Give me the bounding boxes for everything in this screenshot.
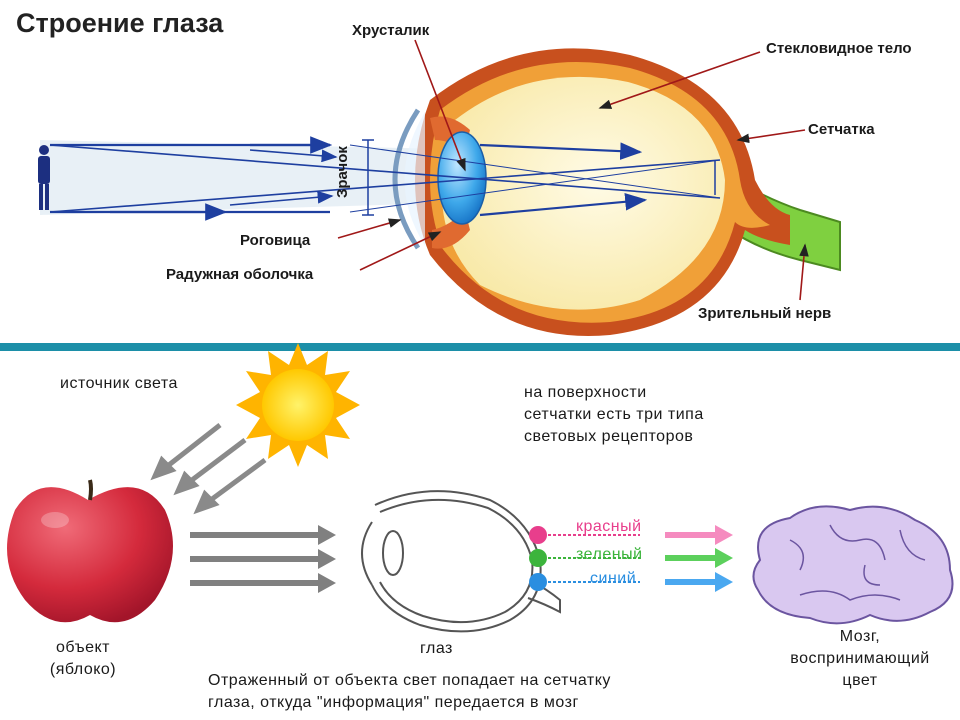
object-label-line: (яблоко) xyxy=(49,661,117,678)
pointer-lines xyxy=(337,39,809,301)
cornea-shape xyxy=(392,108,421,250)
receptor-arrows xyxy=(665,525,733,592)
label-vitreous-body: Стекловидное тело xyxy=(766,40,912,57)
label-iris: Радужная оболочка xyxy=(166,266,314,283)
sun-icon xyxy=(236,343,360,467)
light-rays xyxy=(49,136,721,221)
brain-label-line: Мозг, xyxy=(839,628,881,645)
apple-icon xyxy=(7,479,173,623)
brain-label-line: цвет xyxy=(842,672,878,689)
receptor-label-red: красный xyxy=(576,518,642,535)
label-light-source: источник света xyxy=(60,375,178,392)
person-figure xyxy=(38,145,50,210)
anterior-chamber xyxy=(404,112,425,246)
reflected-light-arrows xyxy=(190,525,336,593)
vitreous-body xyxy=(441,76,725,310)
receptor-label-green: зеленый xyxy=(576,546,643,563)
label-cornea: Роговица xyxy=(240,232,311,249)
incoming-light-arrows xyxy=(150,423,267,515)
eye-label: глаз xyxy=(420,640,453,657)
object-label: объект (яблоко) xyxy=(38,637,128,681)
caption-line: Отраженный от объекта свет попадает на с… xyxy=(208,672,611,689)
bottom-caption: Отраженный от объекта свет попадает на с… xyxy=(208,670,611,714)
object-label-line: объект xyxy=(56,639,110,656)
label-optic-nerve: Зрительный нерв xyxy=(698,305,832,322)
brain-label-line: воспринимающий xyxy=(790,650,930,667)
pupil-width-marker xyxy=(362,139,374,216)
receptors-note-line: световых рецепторов xyxy=(524,428,694,445)
label-pupil: Зрачок xyxy=(334,146,351,198)
brain-label: Мозг, воспринимающий цвет xyxy=(770,626,950,692)
label-lens: Хрусталик xyxy=(352,22,430,39)
receptor-label-blue: синий xyxy=(590,570,637,587)
page-title: Строение глаза xyxy=(16,8,224,38)
brain-icon xyxy=(752,505,954,625)
receptors-note-line: на поверхности xyxy=(524,384,647,401)
receptors-note-line: сетчатки есть три типа xyxy=(524,406,704,423)
label-retina: Сетчатка xyxy=(808,121,875,138)
receptors-note: на поверхности сетчатки есть три типа св… xyxy=(524,382,704,448)
caption-line: глаза, откуда "информация" передается в … xyxy=(208,694,579,711)
section-divider xyxy=(0,343,960,351)
receptor-dots xyxy=(529,526,547,591)
receptor-signal-lines xyxy=(548,534,640,583)
